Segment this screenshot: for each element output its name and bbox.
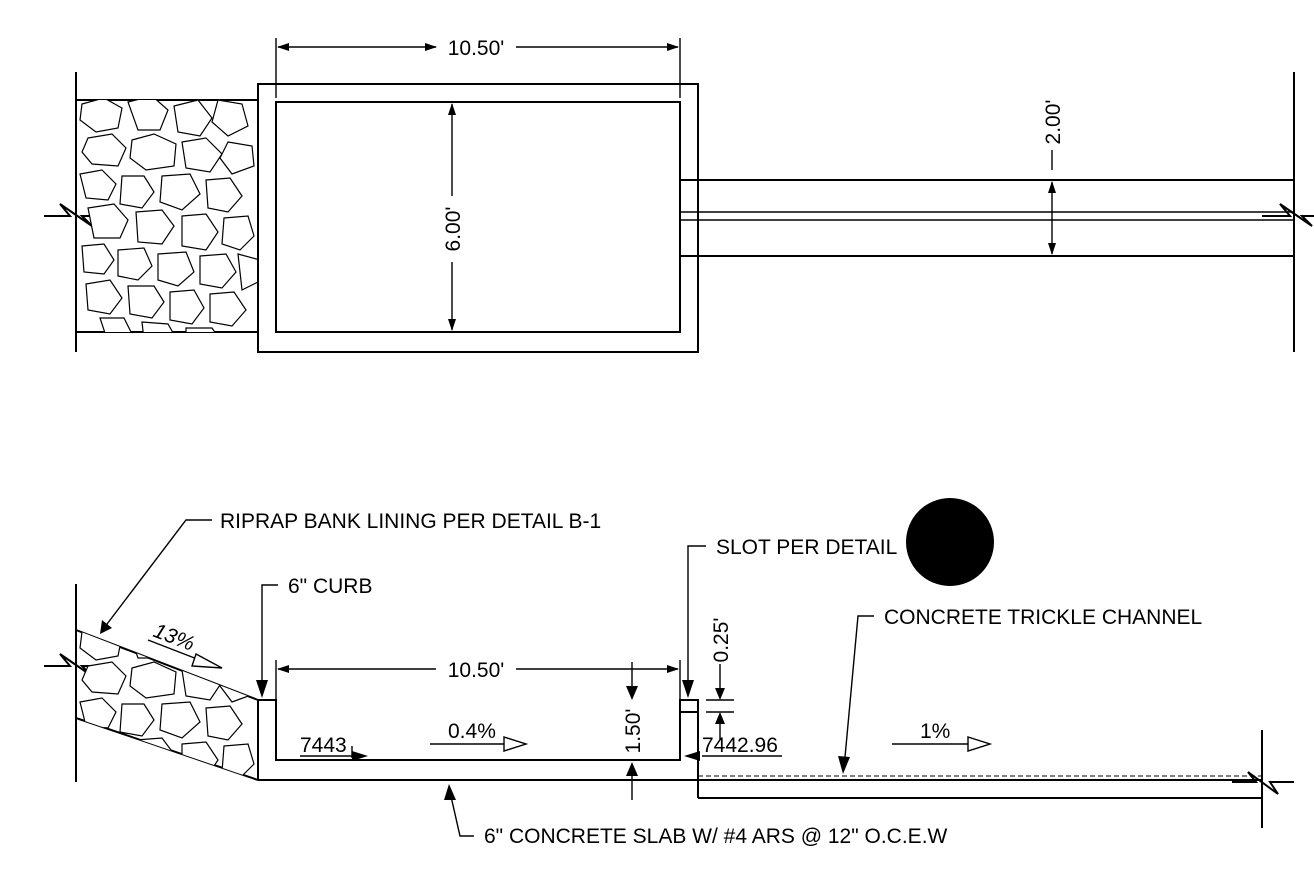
section-slot-label: 0.25' — [710, 618, 733, 663]
section-left-break-symbol — [44, 653, 100, 677]
plan-width-label: 10.50' — [448, 37, 505, 60]
trickle-channel-label: CONCRETE TRICKLE CHANNEL — [884, 606, 1202, 629]
callout-curb: 6" CURB — [256, 575, 372, 698]
plan-view: 10.50' 6.00' 2.00' — [44, 37, 1314, 353]
elevation-outlet-label: 7442.96 — [702, 734, 778, 757]
callout-slot: SLOT PER DETAIL — [682, 536, 897, 698]
section-trickle-channel — [698, 730, 1294, 828]
section-riprap-slope — [75, 629, 259, 781]
plan-basin-outer — [257, 83, 699, 353]
curb-label: 6" CURB — [288, 575, 372, 598]
slab-label: 6" CONCRETE SLAB W/ #4 ARS @ 12" O.C.E.W — [484, 825, 948, 848]
section-width-label: 10.50' — [448, 659, 505, 682]
channel-slope-indicator: 1% — [892, 720, 993, 752]
channel-slope-label: 1% — [920, 720, 950, 743]
slot-label: SLOT PER DETAIL — [716, 536, 897, 559]
elevation-inlet-label: 7443 — [300, 734, 347, 757]
plan-basin-inner — [275, 101, 681, 333]
plan-channel-dimension: 2.00' — [1042, 100, 1065, 255]
section-depth-label: 1.50' — [622, 709, 645, 754]
plan-length-dimension: 6.00' — [442, 103, 465, 331]
section-width-dimension: 10.50' — [275, 659, 681, 700]
detail-marker — [906, 498, 994, 586]
callout-slab: 6" CONCRETE SLAB W/ #4 ARS @ 12" O.C.E.W — [444, 784, 948, 848]
plan-riprap-area — [76, 99, 258, 333]
elevation-inlet: 7443 — [300, 734, 368, 761]
section-slot-dimension: 0.25' — [706, 618, 734, 740]
riprap-label: RIPRAP BANK LINING PER DETAIL B-1 — [220, 510, 601, 533]
plan-length-label: 6.00' — [442, 207, 465, 252]
callout-trickle-channel: CONCRETE TRICKLE CHANNEL — [838, 606, 1202, 774]
elevation-outlet: 7442.96 — [684, 734, 782, 761]
plan-trickle-channel — [680, 72, 1314, 352]
section-view: RIPRAP BANK LINING PER DETAIL B-1 6" CUR… — [44, 498, 1294, 848]
plan-width-dimension: 10.50' — [275, 37, 681, 98]
callout-riprap: RIPRAP BANK LINING PER DETAIL B-1 — [100, 510, 601, 634]
basin-slope-indicator: 0.4% — [430, 720, 529, 752]
plan-channel-label: 2.00' — [1042, 100, 1065, 145]
bank-slope-indicator: 13% — [147, 619, 223, 669]
plan-left-break-symbol — [44, 203, 100, 227]
section-depth-dimension: 1.50' — [622, 662, 645, 800]
basin-slope-label: 0.4% — [448, 720, 496, 743]
